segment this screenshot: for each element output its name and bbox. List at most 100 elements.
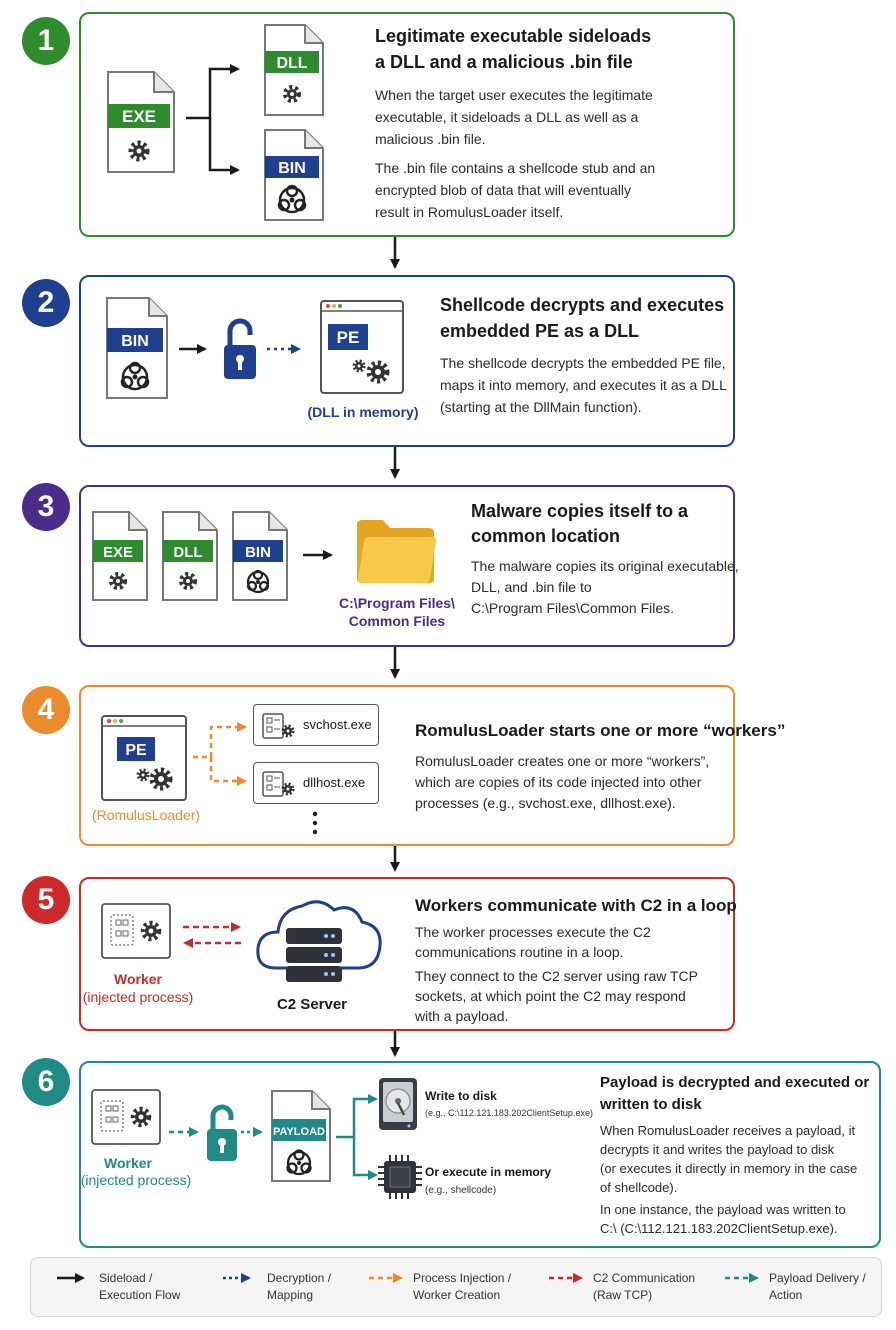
step-1-para-2-l2: encrypted blob of data that will eventua… [375, 182, 632, 198]
legend-dashed-orange-arrow [369, 1273, 403, 1283]
step-5-number: 5 [37, 883, 55, 916]
step-6-box: PAYLOAD [79, 1061, 881, 1248]
step-6-title-1: Payload is decrypted and executed or [600, 1074, 870, 1091]
step-5-para-2-l2: sockets, at which point the C2 may respo… [415, 988, 686, 1004]
bin-label: BIN [245, 544, 271, 561]
step-2-para-l2: maps it into memory, and executes it as … [440, 377, 727, 393]
bin-file-icon: BIN [106, 297, 168, 399]
legend-dashed-teal-arrow [725, 1273, 759, 1283]
worker-label: Worker [104, 1155, 152, 1171]
folder-icon [357, 520, 437, 583]
step-6-number: 6 [37, 1065, 55, 1098]
step-6-para-1-l1: When RomulusLoader receives a payload, i… [600, 1123, 856, 1138]
step-5-para-1-l2: communications routine in a loop. [415, 944, 624, 960]
step-4-para-l1: RomulusLoader creates one or more “worke… [415, 753, 710, 769]
worker-sublabel: (injected process) [82, 989, 194, 1005]
legend-label-line1: Decryption / [267, 1271, 332, 1285]
legend-label-line1: Payload Delivery / [769, 1271, 866, 1285]
worker-sublabel: (injected process) [80, 1172, 192, 1188]
step-2-number: 2 [37, 286, 55, 319]
svchost-label: svchost.exe [303, 717, 372, 732]
step-3-badge: 3 [22, 483, 70, 531]
step-6-badge: 6 [22, 1058, 70, 1106]
step-2-box: BIN PE [79, 275, 735, 447]
c2-communication-arrows [183, 922, 241, 948]
pe-label: PE [125, 742, 147, 759]
legend-label-line1: C2 Communication [593, 1271, 696, 1285]
step-1-para-2-l3: result in RomulusLoader itself. [375, 204, 564, 220]
more-ellipsis-icon [312, 811, 318, 835]
dll-in-memory-caption: (DLL in memory) [307, 404, 419, 420]
step-4-title: RomulusLoader starts one or more “worker… [415, 721, 786, 740]
payload-action-arrows [336, 1094, 378, 1180]
legend-item-decryption: Decryption / Mapping [267, 1270, 331, 1304]
flow-arrow-4-5 [390, 846, 400, 872]
legend-label-line2: Execution Flow [99, 1288, 181, 1302]
step-2-badge: 2 [22, 279, 70, 327]
decrypt-arrow [267, 344, 301, 354]
dllhost-label: dllhost.exe [303, 775, 366, 790]
legend-label-line2: Action [769, 1288, 803, 1302]
decrypt-arrow [241, 1127, 263, 1137]
flow-arrow-5-6 [390, 1031, 400, 1057]
step-5-box [79, 877, 735, 1031]
step-3-title-2: common location [471, 526, 621, 546]
legend-item-payload: Payload Delivery / Action [769, 1270, 866, 1304]
step-3-number: 3 [37, 490, 55, 523]
worker-process-icon [91, 1089, 161, 1145]
pe-label: PE [337, 328, 360, 347]
step-3-para-l1: The malware copies its original executab… [471, 558, 739, 574]
legend-label-line1: Sideload / [99, 1271, 153, 1285]
step-1-number: 1 [37, 24, 55, 57]
svchost-process: svchost.exe [253, 704, 379, 746]
step-6-para-2-l1: In one instance, the payload was written… [600, 1202, 846, 1217]
exe-file-icon: EXE [107, 71, 175, 173]
step-2-title-2: embedded PE as a DLL [440, 321, 640, 341]
hard-disk-icon [379, 1078, 417, 1130]
exe-label: EXE [122, 107, 156, 126]
step-1-badge: 1 [22, 17, 70, 65]
unlock-icon [207, 1104, 237, 1161]
step-5-para-2-l3: with a payload. [415, 1008, 509, 1024]
execute-in-memory-label: Or execute in memory [425, 1165, 552, 1179]
dll-file-icon: DLL [162, 511, 218, 601]
cpu-chip-icon [378, 1155, 422, 1199]
step-1-para-1-l2: executable, it sideloads a DLL as well a… [375, 109, 639, 125]
bin-file-icon: BIN [232, 511, 288, 601]
step-4-number: 4 [37, 693, 55, 726]
dll-label: DLL [173, 544, 202, 561]
step-6-title-2: written to disk [600, 1096, 702, 1113]
flow-arrow-1-2 [390, 237, 400, 269]
bin-label: BIN [121, 333, 149, 350]
step-3-title-1: Malware copies itself to a [471, 501, 689, 521]
step-1-title-1: Legitimate executable sideloads [375, 26, 652, 46]
step-2-para-l3: (starting at the DllMain function). [440, 399, 642, 415]
worker-label: Worker [114, 971, 162, 987]
step-1-para-2-l1: The .bin file contains a shellcode stub … [375, 160, 656, 176]
step-1-title-2: a DLL and a malicious .bin file [375, 52, 633, 72]
exe-file-icon: EXE [92, 511, 148, 601]
pe-window-icon: PE [320, 300, 404, 394]
process-icon [262, 713, 295, 739]
bin-file-icon: BIN [264, 129, 324, 221]
step-2-para-l1: The shellcode decrypts the embedded PE f… [440, 355, 726, 371]
payload-file-icon: PAYLOAD [271, 1090, 331, 1182]
legend-dashed-red-arrow [549, 1273, 583, 1283]
step-4-para-l2: which are copies of its code injected in… [415, 774, 702, 790]
common-files-path-2: Common Files [348, 613, 446, 629]
step-5-para-2-l1: They connect to the C2 server using raw … [415, 968, 698, 984]
unlock-icon [224, 318, 256, 379]
payload-label: PAYLOAD [273, 1126, 325, 1138]
step-1-box: EXE DLL BIN [79, 12, 735, 237]
write-to-disk-label: Write to disk [425, 1089, 497, 1103]
dll-label: DLL [276, 55, 307, 72]
process-icon [262, 771, 295, 797]
step-6-para-1-l4: of shellcode). [600, 1180, 678, 1195]
c2-server-cloud-icon [256, 900, 382, 982]
step-3-para-l3: C:\Program Files\Common Files. [471, 600, 675, 616]
legend-dotted-blue-arrow [223, 1273, 251, 1283]
romulusloader-caption: (RomulusLoader) [91, 807, 201, 823]
dllhost-process: dllhost.exe [253, 762, 379, 804]
step-1-para-1-l3: malicious .bin file. [375, 131, 486, 147]
pe-window-icon: PE [101, 715, 187, 801]
